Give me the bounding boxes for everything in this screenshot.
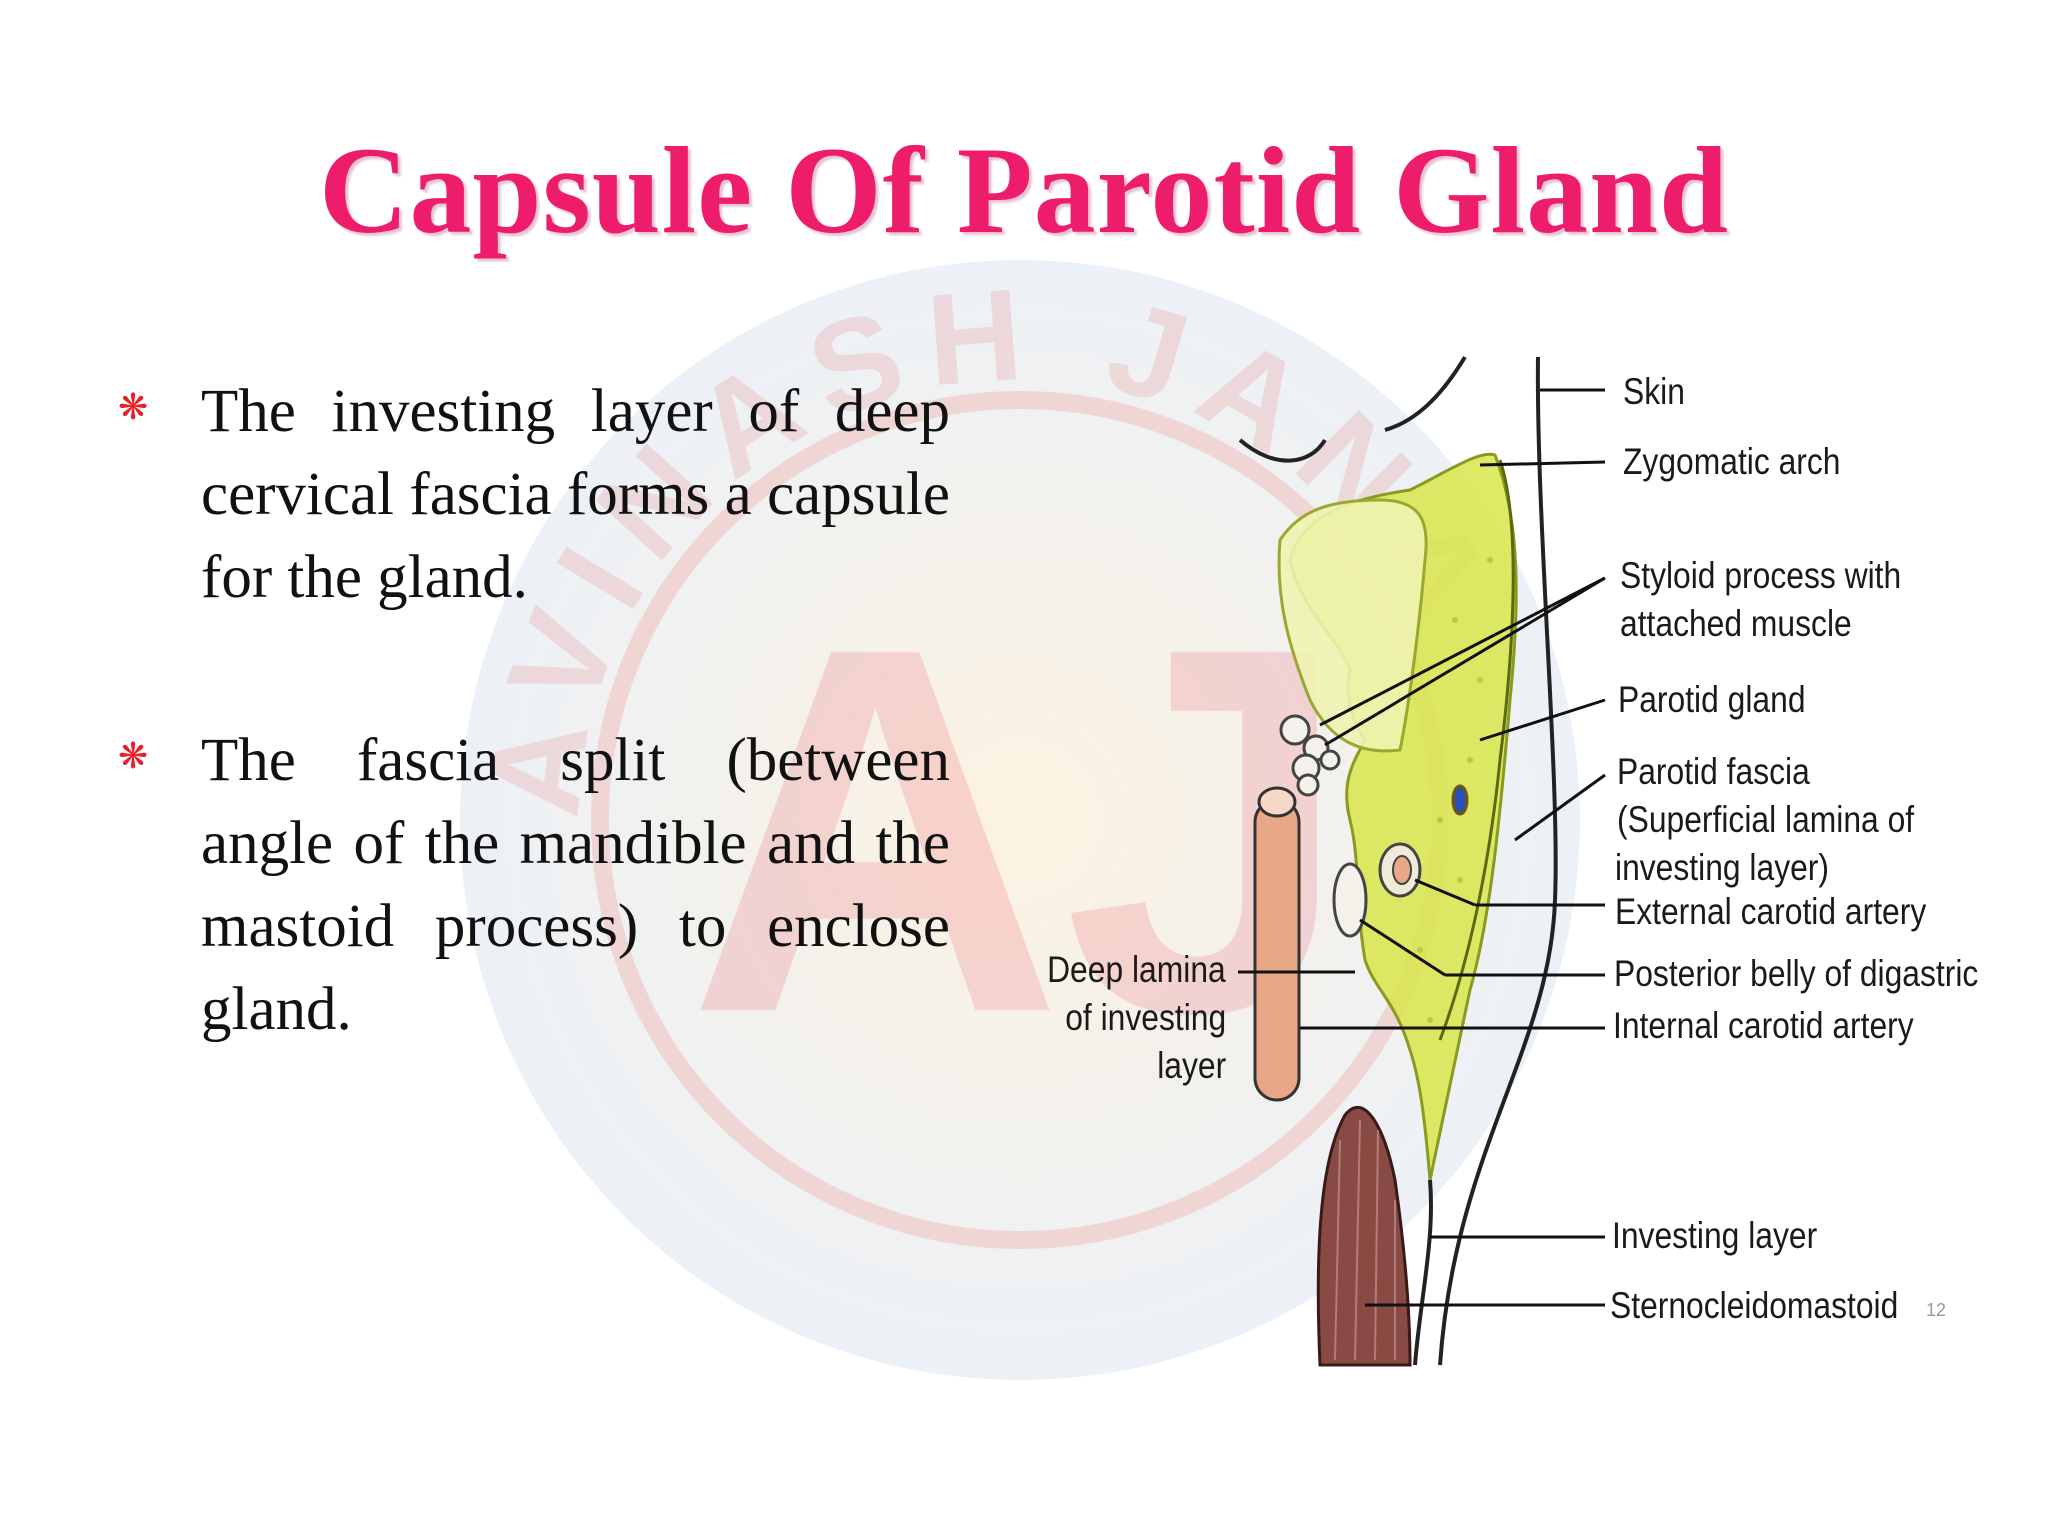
- parotid-fascia-line: [1438, 459, 1515, 1041]
- label-styloid-process-line2: attached muscle: [1620, 603, 1852, 644]
- label-parotid-fascia-line1: Parotid fascia: [1617, 751, 1810, 792]
- styloid-process-shape: [1279, 714, 1341, 797]
- bullet-item: ❋ The investing layer of deep cervical f…: [118, 370, 950, 619]
- label-external-carotid-artery: External carotid artery: [1615, 891, 1927, 932]
- label-skin: Skin: [1623, 371, 1685, 412]
- sternocleidomastoid-shape: [1316, 1106, 1412, 1367]
- bullet-text: The fascia split (between angle of the m…: [201, 727, 950, 1043]
- label-parotid-fascia-line2: (Superficial lamina of: [1617, 799, 1915, 840]
- page-number: 12: [1926, 1300, 1947, 1320]
- label-posterior-belly-digastric: Posterior belly of digastric: [1614, 953, 1979, 994]
- label-zygomatic-arch: Zygomatic arch: [1623, 441, 1841, 482]
- label-sternocleidomastoid: Sternocleidomastoid: [1610, 1285, 1899, 1326]
- label-parotid-fascia-line3: investing layer): [1615, 847, 1830, 888]
- bullet-list: ❋ The investing layer of deep cervical f…: [118, 370, 950, 1151]
- label-internal-carotid-artery: Internal carotid artery: [1613, 1005, 1914, 1046]
- parotid-capsule-diagram: [1238, 355, 1606, 1367]
- watermark-monogram: AJ: [688, 540, 1353, 1121]
- zygomatic-arch-curve: [1238, 438, 1327, 463]
- skin-line: [1438, 356, 1558, 1366]
- bullet-text: The investing layer of deep cervical fas…: [201, 378, 950, 611]
- bullet-item: ❋ The fascia split (between angle of the…: [118, 719, 950, 1051]
- leader-lines: [1238, 388, 1606, 1307]
- investing-layer-line: [1413, 1179, 1434, 1366]
- digastric-muscle-shape: [1332, 862, 1368, 938]
- retromandibular-vein: [1451, 784, 1469, 816]
- label-investing-layer: Investing layer: [1612, 1215, 1818, 1256]
- label-deep-lamina-line2: of investing: [1065, 997, 1226, 1038]
- asterisk-bullet-icon: ❋: [118, 387, 149, 428]
- slide-title: Capsule Of Parotid Gland: [318, 122, 1730, 259]
- label-styloid-process-line1: Styloid process with: [1620, 555, 1902, 596]
- zygomatic-arch-curve: [1384, 355, 1467, 432]
- label-parotid-gland: Parotid gland: [1618, 679, 1806, 720]
- label-deep-lamina-line3: layer: [1157, 1045, 1226, 1086]
- internal-carotid-artery-shape: [1253, 798, 1301, 1102]
- parotid-upper-region: [1277, 498, 1428, 753]
- label-deep-lamina-line1: Deep lamina: [1047, 949, 1226, 990]
- asterisk-bullet-icon: ❋: [118, 736, 149, 777]
